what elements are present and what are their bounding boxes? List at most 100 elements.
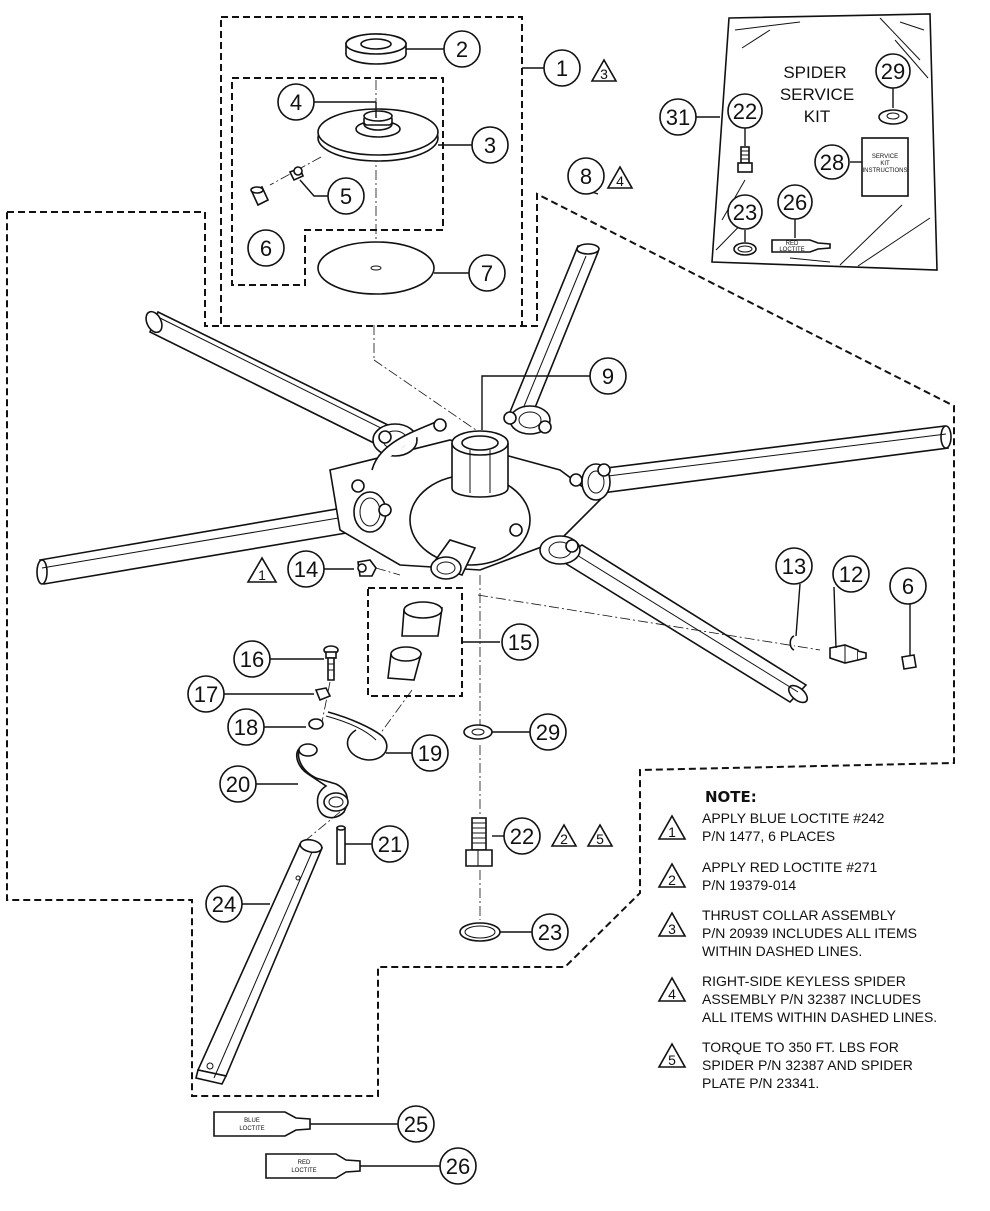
- red-loctite-tube: RED LOCTITE: [265, 1153, 361, 1179]
- svg-text:17: 17: [194, 682, 218, 707]
- inner-collar-boundary: [231, 77, 444, 286]
- svg-text:RIGHT-SIDE KEYLESS SPIDER: RIGHT-SIDE KEYLESS SPIDER: [702, 973, 906, 989]
- lower-arm-24: [195, 811, 341, 1085]
- callout-24: 24: [205, 885, 243, 923]
- callout-6: 6: [247, 229, 285, 267]
- sheet-text-3: INSTRUCTIONS: [863, 168, 908, 174]
- instruction-sheet: [861, 137, 909, 197]
- pin-21: [336, 825, 346, 865]
- callout-7: 7: [468, 254, 506, 292]
- svg-text:SPIDER P/N 32387 AND SPIDER: SPIDER P/N 32387 AND SPIDER: [702, 1057, 913, 1073]
- leader-lines: [224, 48, 911, 1167]
- svg-text:1: 1: [556, 56, 568, 81]
- spider-assembly-boundary: [6, 192, 955, 1097]
- washer-29: [463, 724, 493, 740]
- svg-text:WITHIN DASHED LINES.: WITHIN DASHED LINES.: [702, 943, 862, 959]
- svg-text:4: 4: [290, 90, 302, 115]
- svg-text:P/N 1477, 6 PLACES: P/N 1477, 6 PLACES: [702, 828, 835, 844]
- service-kit-bag: SPIDER SERVICE KIT SERVICE KIT INSTRUCTI…: [711, 13, 938, 271]
- hub-tube-9: [451, 430, 509, 498]
- note-3: 3 THRUST COLLAR ASSEMBLY P/N 20939 INCLU…: [657, 907, 917, 959]
- svg-text:5: 5: [668, 1052, 676, 1068]
- flag-1-left: 1: [246, 556, 278, 583]
- callout-9: 9: [589, 357, 627, 395]
- svg-text:22: 22: [510, 824, 534, 849]
- svg-text:23: 23: [733, 200, 757, 225]
- clamp-assembly: [295, 645, 388, 865]
- callout-23-kit: 23: [727, 194, 763, 230]
- svg-text:20: 20: [226, 772, 250, 797]
- kit-tube-26: RED LOCTITE: [771, 239, 831, 253]
- socket-bottom: [430, 556, 462, 580]
- svg-text:PLATE P/N 23341.: PLATE P/N 23341.: [702, 1075, 819, 1091]
- nut-17: [314, 687, 332, 702]
- callout-6-right: 6: [889, 567, 927, 605]
- note-4: 4 RIGHT-SIDE KEYLESS SPIDER ASSEMBLY P/N…: [657, 973, 937, 1025]
- clamps: [351, 411, 611, 553]
- flag-5-center: 5: [586, 823, 614, 847]
- callout-1: 1: [543, 49, 581, 87]
- svg-text:25: 25: [404, 1112, 428, 1137]
- strap-19: [327, 711, 388, 761]
- kit-bolt-22: [737, 146, 753, 173]
- callout-31: 31: [659, 98, 697, 136]
- svg-text:7: 7: [481, 261, 493, 286]
- svg-text:15: 15: [508, 630, 532, 655]
- kit-title-1: SPIDER: [783, 63, 846, 82]
- svg-text:28: 28: [820, 150, 844, 175]
- center-hardware: [459, 724, 501, 942]
- callout-21: 21: [371, 825, 409, 863]
- cap-6: [250, 185, 270, 207]
- blue-tube-text-1: BLUE: [244, 1118, 260, 1124]
- svg-text:1: 1: [668, 824, 676, 840]
- grease-fitting-12: [829, 644, 867, 664]
- kit-title-2: SERVICE: [780, 85, 854, 104]
- svg-text:9: 9: [602, 364, 614, 389]
- svg-text:26: 26: [446, 1154, 470, 1179]
- callout-2: 2: [443, 30, 481, 68]
- svg-text:18: 18: [234, 715, 258, 740]
- svg-text:13: 13: [782, 554, 806, 579]
- red-tube-text-1: RED: [298, 1160, 311, 1166]
- plate-part-3: [317, 108, 439, 162]
- svg-text:12: 12: [839, 562, 863, 587]
- svg-text:5: 5: [340, 184, 352, 209]
- arm-lower-right: [558, 544, 809, 704]
- callout-19: 19: [411, 734, 449, 772]
- svg-text:31: 31: [666, 105, 690, 130]
- red-tube-text-2: LOCTITE: [291, 1168, 316, 1174]
- svg-text:29: 29: [536, 720, 560, 745]
- svg-text:ASSEMBLY P/N 32387 INCLUDES: ASSEMBLY P/N 32387 INCLUDES: [702, 991, 921, 1007]
- callouts: 2 1 4 3 5 6 7 8 9 13 12 6 14 15 16 17 18…: [187, 30, 927, 1185]
- flag-2-center: 2: [550, 823, 578, 847]
- callout-26: 26: [439, 1147, 477, 1185]
- notes-heading: NOTE:: [705, 788, 757, 806]
- svg-text:3: 3: [600, 66, 608, 82]
- svg-text:8: 8: [580, 164, 592, 189]
- callout-23: 23: [531, 913, 569, 951]
- washer-18: [308, 718, 324, 730]
- blue-loctite-tube: BLUE LOCTITE: [213, 1111, 311, 1137]
- callout-12: 12: [832, 555, 870, 593]
- bracket-20: [295, 743, 349, 819]
- svg-text:3: 3: [668, 921, 676, 937]
- kit-tube-text-1: RED: [786, 241, 799, 247]
- callout-26-kit: 26: [777, 184, 813, 220]
- svg-text:4: 4: [616, 173, 624, 189]
- svg-text:TORQUE TO 350 FT. LBS FOR: TORQUE TO 350 FT. LBS FOR: [702, 1039, 899, 1055]
- collar-part-2: [345, 33, 407, 65]
- svg-text:3: 3: [484, 133, 496, 158]
- bushings-15: [387, 601, 443, 681]
- callout-15: 15: [501, 623, 539, 661]
- callout-20: 20: [219, 765, 257, 803]
- svg-text:16: 16: [240, 647, 264, 672]
- arm-right: [589, 425, 952, 495]
- kit-tube-text-2: LOCTITE: [779, 247, 804, 253]
- svg-text:26: 26: [783, 190, 807, 215]
- svg-text:APPLY BLUE LOCTITE #242: APPLY BLUE LOCTITE #242: [702, 810, 885, 826]
- callout-22: 22: [503, 817, 541, 855]
- svg-text:6: 6: [260, 236, 272, 261]
- svg-text:24: 24: [212, 892, 236, 917]
- kit-title-3: KIT: [804, 107, 830, 126]
